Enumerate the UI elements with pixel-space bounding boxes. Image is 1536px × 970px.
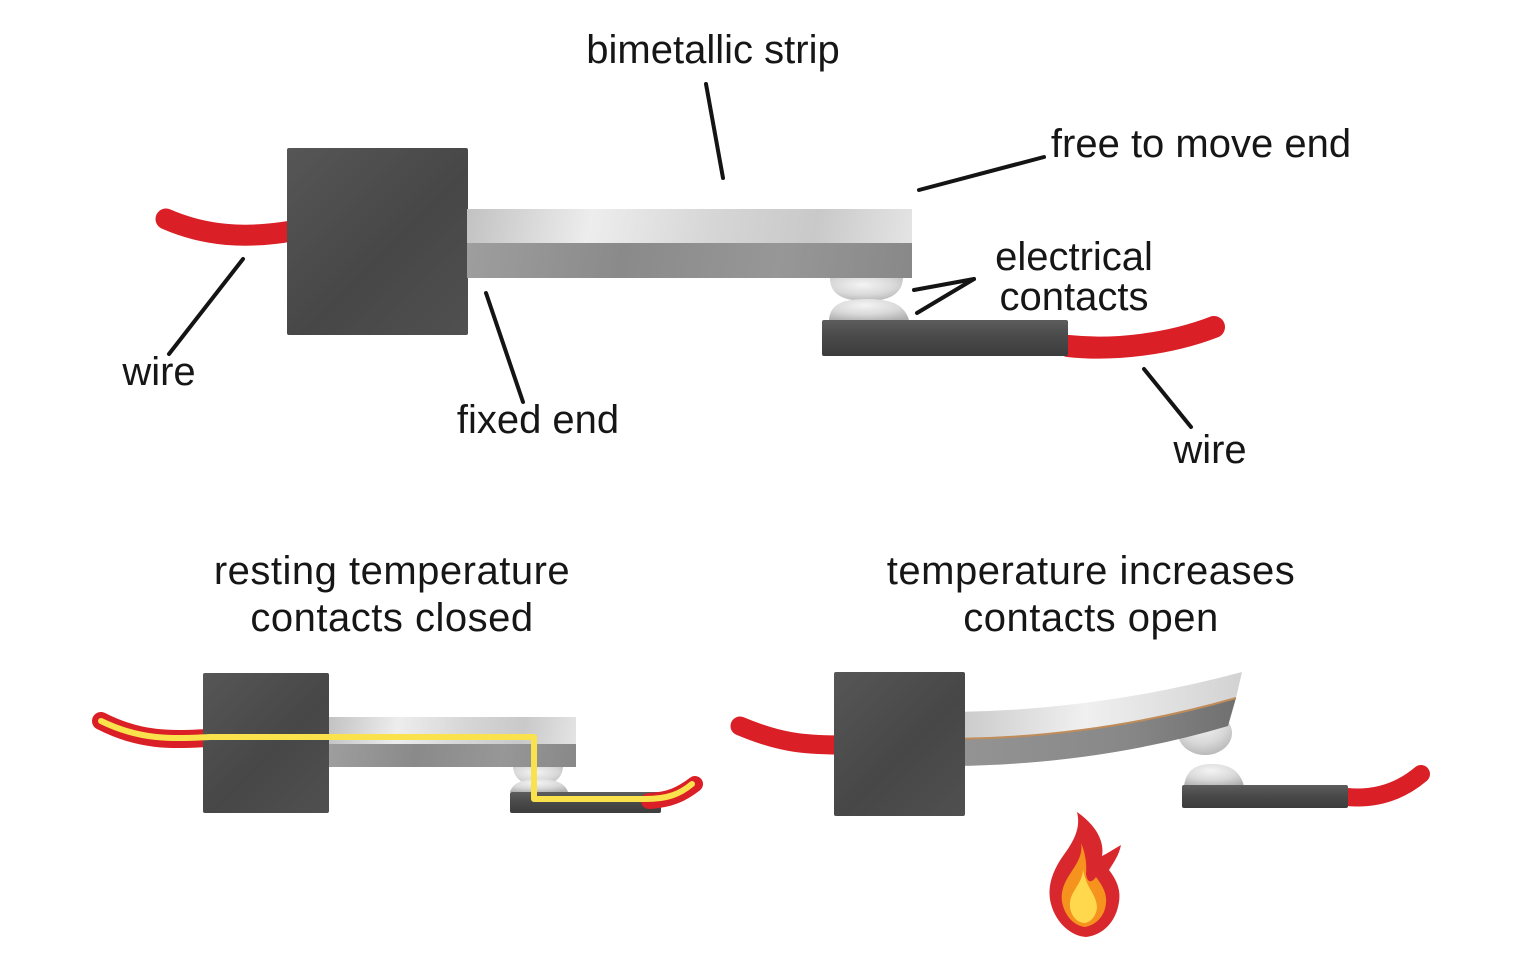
main-upper-contact — [830, 278, 903, 301]
leader-electrical-contacts-upper — [912, 277, 976, 292]
leader-wire-left — [167, 257, 245, 356]
heated-contact-bar — [1182, 785, 1348, 808]
heated-strip-boundary-line — [955, 697, 1237, 740]
resting-title-line2: contacts closed — [250, 595, 534, 640]
leader-fixed-end — [484, 291, 525, 404]
main-fixed-block — [287, 148, 468, 335]
flame-inner — [1069, 869, 1097, 923]
label-wire-right: wire — [1173, 428, 1247, 472]
resting-title-line1: resting temperature — [213, 549, 571, 593]
main-lower-contact — [829, 299, 909, 320]
resting-diagram-title: resting temperature contacts closed — [214, 548, 570, 642]
label-free-to-move-end: free to move end — [1050, 122, 1352, 166]
leader-electrical-contacts-lower — [915, 277, 976, 315]
resting-strip-bottom-layer — [329, 744, 576, 767]
heated-wire-right — [1338, 765, 1430, 807]
flame-icon — [1049, 812, 1121, 937]
main-strip-top-layer — [467, 209, 912, 243]
label-electrical-contacts-line1: electrical — [995, 235, 1153, 279]
main-strip-bottom-layer — [467, 243, 912, 278]
main-wire-left — [155, 208, 303, 246]
heated-title-line2: contacts open — [963, 595, 1219, 640]
heated-title-line1: temperature increases — [886, 549, 1296, 593]
leader-wire-right — [1142, 367, 1193, 429]
main-contact-bar — [822, 320, 1068, 356]
heated-diagram-title: temperature increases contacts open — [887, 548, 1295, 642]
label-wire-left: wire — [122, 350, 196, 394]
heated-fixed-block — [834, 672, 965, 816]
heated-strip-bottom-layer — [956, 698, 1236, 766]
current-flow-path — [98, 718, 695, 802]
label-fixed-end: fixed end — [456, 398, 620, 442]
leader-free-to-move-end — [917, 155, 1046, 192]
main-wire-right — [1057, 316, 1225, 359]
label-bimetallic-strip: bimetallic strip — [586, 28, 840, 72]
heated-wire-left — [730, 716, 850, 755]
label-electrical-contacts-line2: contacts — [999, 275, 1149, 319]
resting-fixed-block — [203, 673, 329, 813]
heated-strip-top-layer — [956, 672, 1242, 739]
resting-lower-contact — [510, 779, 568, 792]
leader-bimetallic-strip — [704, 82, 725, 180]
label-electrical-contacts: electrical contacts — [995, 237, 1153, 317]
heated-lower-contact — [1184, 764, 1244, 786]
